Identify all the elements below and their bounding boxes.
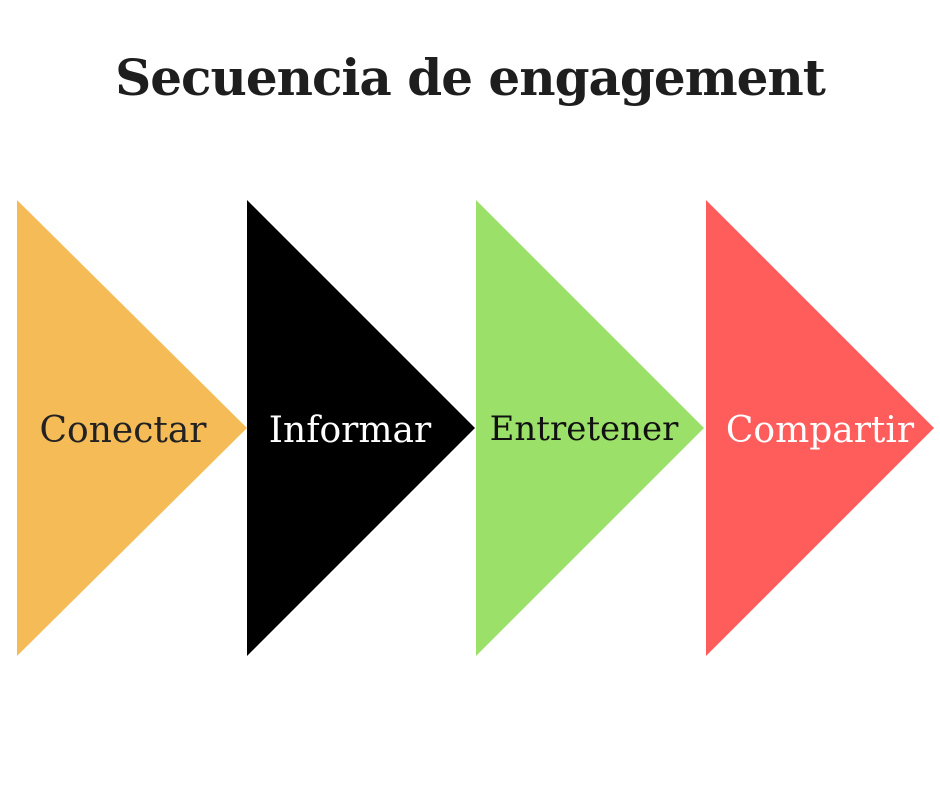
step-conectar: Conectar [17, 200, 247, 656]
step-compartir-label: Compartir [726, 410, 915, 451]
diagram-title: Secuencia de engagement [115, 48, 826, 107]
step-compartir-arrow [706, 200, 934, 656]
step-informar: Informar [247, 200, 475, 656]
step-informar-arrow [247, 200, 475, 656]
step-conectar-arrow [17, 200, 247, 656]
step-entretener-label: Entretener [490, 409, 680, 449]
step-entretener-arrow [476, 200, 704, 656]
step-informar-label: Informar [269, 410, 432, 451]
step-entretener: Entretener [476, 200, 704, 656]
step-conectar-label: Conectar [39, 410, 207, 451]
step-compartir: Compartir [706, 200, 934, 656]
